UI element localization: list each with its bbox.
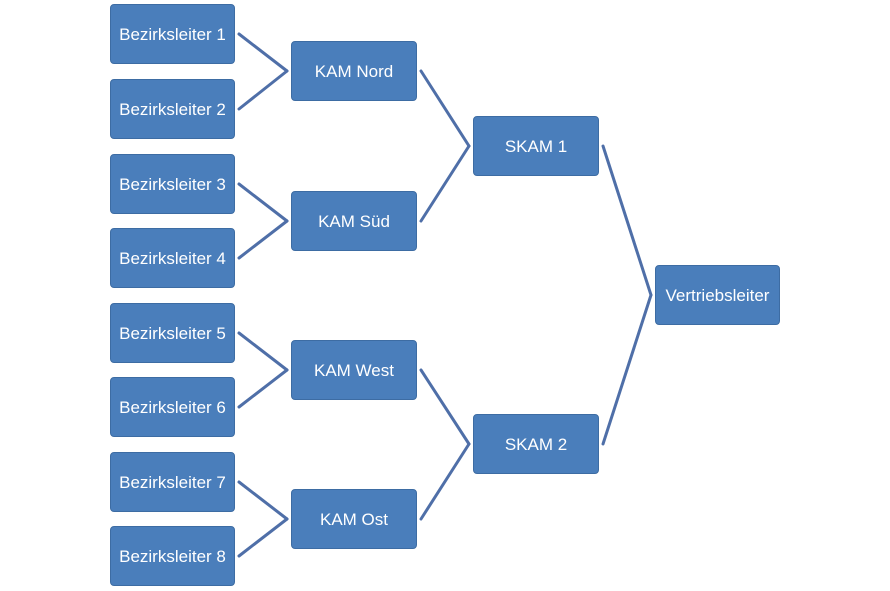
node-bezirksleiter-5[interactable]: Bezirksleiter 5 [110,303,235,363]
connector-bl7-to-kam_ost [237,480,289,521]
connector-kam_west-to-skam2 [419,368,471,446]
connector-bl5-to-kam_west [237,331,289,372]
node-skam-2[interactable]: SKAM 2 [473,414,599,474]
node-vertriebsleiter[interactable]: Vertriebsleiter [655,265,780,325]
node-bezirksleiter-2[interactable]: Bezirksleiter 2 [110,79,235,139]
node-bezirksleiter-7[interactable]: Bezirksleiter 7 [110,452,235,512]
node-bezirksleiter-8[interactable]: Bezirksleiter 8 [110,526,235,586]
connector-kam_nord-to-skam1 [419,69,471,148]
node-skam-1[interactable]: SKAM 1 [473,116,599,176]
connector-bl3-to-kam_sued [237,182,289,223]
node-bezirksleiter-6[interactable]: Bezirksleiter 6 [110,377,235,437]
node-bezirksleiter-1[interactable]: Bezirksleiter 1 [110,4,235,64]
node-kam-sued[interactable]: KAM Süd [291,191,417,251]
node-bezirksleiter-4[interactable]: Bezirksleiter 4 [110,228,235,288]
connector-skam2-to-vertriebsleiter [601,293,653,446]
connector-bl1-to-kam_nord [237,32,289,73]
connector-bl6-to-kam_west [237,368,289,409]
connector-bl4-to-kam_sued [237,219,289,260]
connector-bl8-to-kam_ost [237,517,289,558]
connector-bl2-to-kam_nord [237,69,289,111]
node-bezirksleiter-3[interactable]: Bezirksleiter 3 [110,154,235,214]
node-kam-west[interactable]: KAM West [291,340,417,400]
node-kam-nord[interactable]: KAM Nord [291,41,417,101]
connector-skam1-to-vertriebsleiter [601,144,653,297]
connector-kam_ost-to-skam2 [419,442,471,521]
connector-kam_sued-to-skam1 [419,144,471,223]
node-kam-ost[interactable]: KAM Ost [291,489,417,549]
